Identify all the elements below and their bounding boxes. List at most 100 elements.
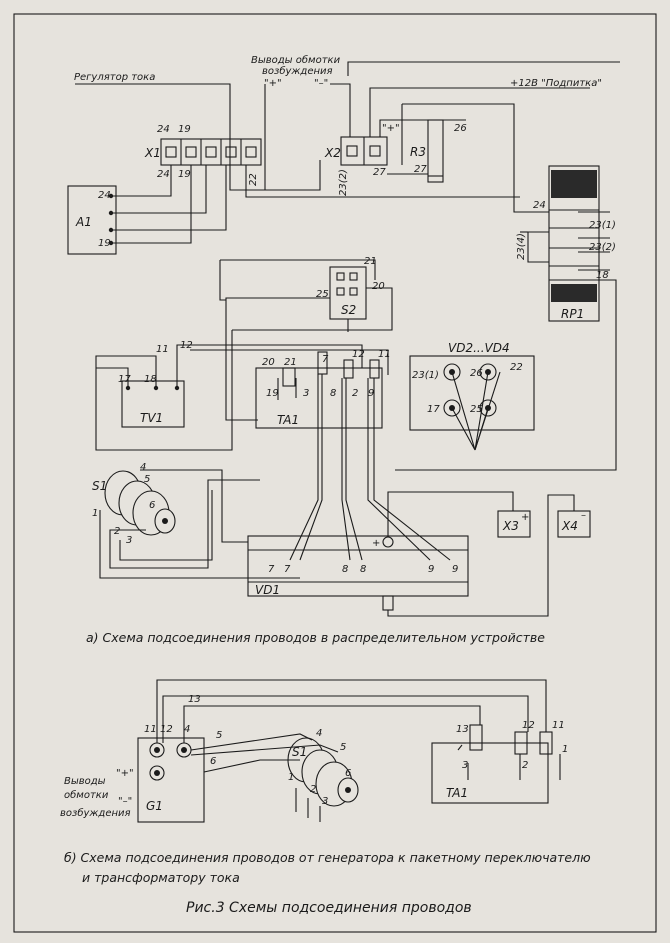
- n23-4-rp1: 23(4): [516, 233, 527, 260]
- n24-x1-top: 24: [157, 124, 170, 135]
- n19-ta1: 19: [266, 388, 279, 399]
- n17-vd: 17: [427, 404, 440, 415]
- n27-x2: 27: [373, 167, 386, 178]
- field-label-1: Выводы обмотки: [251, 54, 341, 66]
- n2-ta1: 2: [352, 388, 358, 399]
- s2-label: S2: [341, 303, 356, 317]
- n7-vd1-a: 7: [268, 564, 275, 575]
- regulator-a1: A1: [67, 185, 117, 255]
- diagram-b: G1 S1 TA1: [60, 679, 568, 823]
- b-ta-n2: 2: [522, 760, 528, 771]
- diode-block-vd2-vd4: VD2...VD4: [409, 341, 535, 431]
- tv1-label: TV1: [140, 411, 163, 425]
- rotary-switch-s1: S1: [92, 470, 176, 536]
- n3-ta1: 3: [303, 388, 309, 399]
- b-s1-n1: 1: [288, 772, 294, 783]
- b-ta-n1: 1: [562, 744, 568, 755]
- n6-s1: 6: [149, 500, 155, 511]
- n23-2-rp1: 23(2): [589, 242, 616, 253]
- b-n12: 12: [160, 724, 173, 735]
- caption-b-line2: и трансформатору тока: [82, 870, 240, 885]
- current-transformer-ta1: TA1: [255, 351, 383, 429]
- n9-vd1-b: 9: [452, 564, 458, 575]
- plus-label: "+": [382, 123, 400, 134]
- diagram-a: X1 X2 R3 A1: [67, 54, 620, 617]
- b-n11: 11: [144, 724, 157, 735]
- n9-vd1-a: 9: [428, 564, 434, 575]
- b-s1-n4: 4: [316, 728, 322, 739]
- n26-vd: 26: [470, 368, 483, 379]
- wires-a: [75, 61, 620, 617]
- page-frame: [13, 13, 657, 933]
- wires-b: [156, 679, 561, 822]
- n18-rp1: 18: [596, 270, 609, 281]
- terminal-x4: X4 –: [557, 510, 591, 538]
- b-n4: 4: [184, 724, 190, 735]
- n23-1-rp1: 23(1): [589, 220, 616, 231]
- n27-r3: 27: [414, 164, 427, 175]
- n23-1-vd: 23(1): [412, 370, 439, 381]
- n7-ta1-top: 7: [322, 354, 329, 365]
- b-field-3: обмотки: [64, 789, 109, 801]
- n21-ta1: 21: [284, 357, 297, 368]
- b-field-1: Выводы: [64, 776, 106, 787]
- x2-label: X2: [324, 146, 341, 160]
- n21-s2: 21: [364, 256, 377, 267]
- b-s1-n6: 6: [345, 768, 351, 779]
- n8-vd1-a: 8: [342, 564, 348, 575]
- n19-a1: 19: [98, 238, 111, 249]
- b-field-4: возбуждения: [60, 807, 131, 819]
- figure-title: Рис.3 Схемы подсоединения проводов: [186, 900, 472, 916]
- b-s1-n2: 2: [310, 784, 316, 795]
- n23-2-x2: 23(2): [338, 169, 349, 196]
- n11-ta1: 11: [378, 349, 391, 360]
- field-minus: "–": [314, 78, 328, 89]
- x3-label: X3: [502, 519, 519, 533]
- n20-s2: 20: [372, 281, 385, 292]
- x3-plus: +: [521, 512, 529, 523]
- terminal-x3: X3 +: [497, 510, 531, 538]
- n20-ta1: 20: [262, 357, 275, 368]
- n1-s1: 1: [92, 508, 98, 519]
- b-ta-n11: 11: [552, 720, 565, 731]
- rotary-switch-s1-b: S1: [287, 737, 359, 807]
- n24-rp1: 24: [533, 200, 546, 211]
- x4-minus: –: [581, 510, 586, 521]
- b-n5: 5: [216, 730, 222, 741]
- vd1-plus: +: [372, 538, 380, 549]
- x1-label: X1: [144, 146, 161, 160]
- rp1-label: RP1: [561, 307, 584, 321]
- b-s1-n3: 3: [322, 796, 328, 807]
- terminal-block-x1: X1: [144, 138, 262, 166]
- n2-s1: 2: [114, 526, 120, 537]
- resistor-r3: R3: [410, 119, 444, 183]
- caption-b-line1: б) Схема подсоединения проводов от генер…: [64, 850, 591, 865]
- n5-s1: 5: [144, 474, 150, 485]
- n12-tv1: 12: [180, 340, 193, 351]
- n8-vd1-b: 8: [360, 564, 366, 575]
- ta1-label: TA1: [277, 413, 299, 427]
- b-n6: 6: [210, 756, 216, 767]
- n8-ta1: 8: [330, 388, 336, 399]
- caption-a: а) Схема подсоединения проводов в распре…: [86, 630, 545, 645]
- n25-s2: 25: [316, 289, 329, 300]
- n25-vd: 25: [470, 404, 483, 415]
- n22-vd: 22: [510, 362, 523, 373]
- transformer-tv1: TV1: [121, 380, 185, 428]
- b-ta-n12: 12: [522, 720, 535, 731]
- b-s1-n5: 5: [340, 742, 346, 753]
- s1-b-label: S1: [292, 745, 307, 759]
- n9-ta1: 9: [368, 388, 374, 399]
- n18-tv1: 18: [144, 374, 157, 385]
- current-transformer-ta1-b: TA1: [431, 724, 553, 804]
- n3-s1: 3: [126, 535, 132, 546]
- switch-s2: S2: [329, 266, 367, 320]
- b-ta-n3: 3: [462, 760, 468, 771]
- b-ta-n13: 13: [456, 724, 469, 735]
- n12-ta1: 12: [352, 349, 365, 360]
- b-minus: "–": [118, 796, 132, 807]
- n24-a1: 24: [98, 190, 111, 201]
- n19-x1-top: 19: [178, 124, 191, 135]
- generator-g1: G1: [137, 737, 205, 823]
